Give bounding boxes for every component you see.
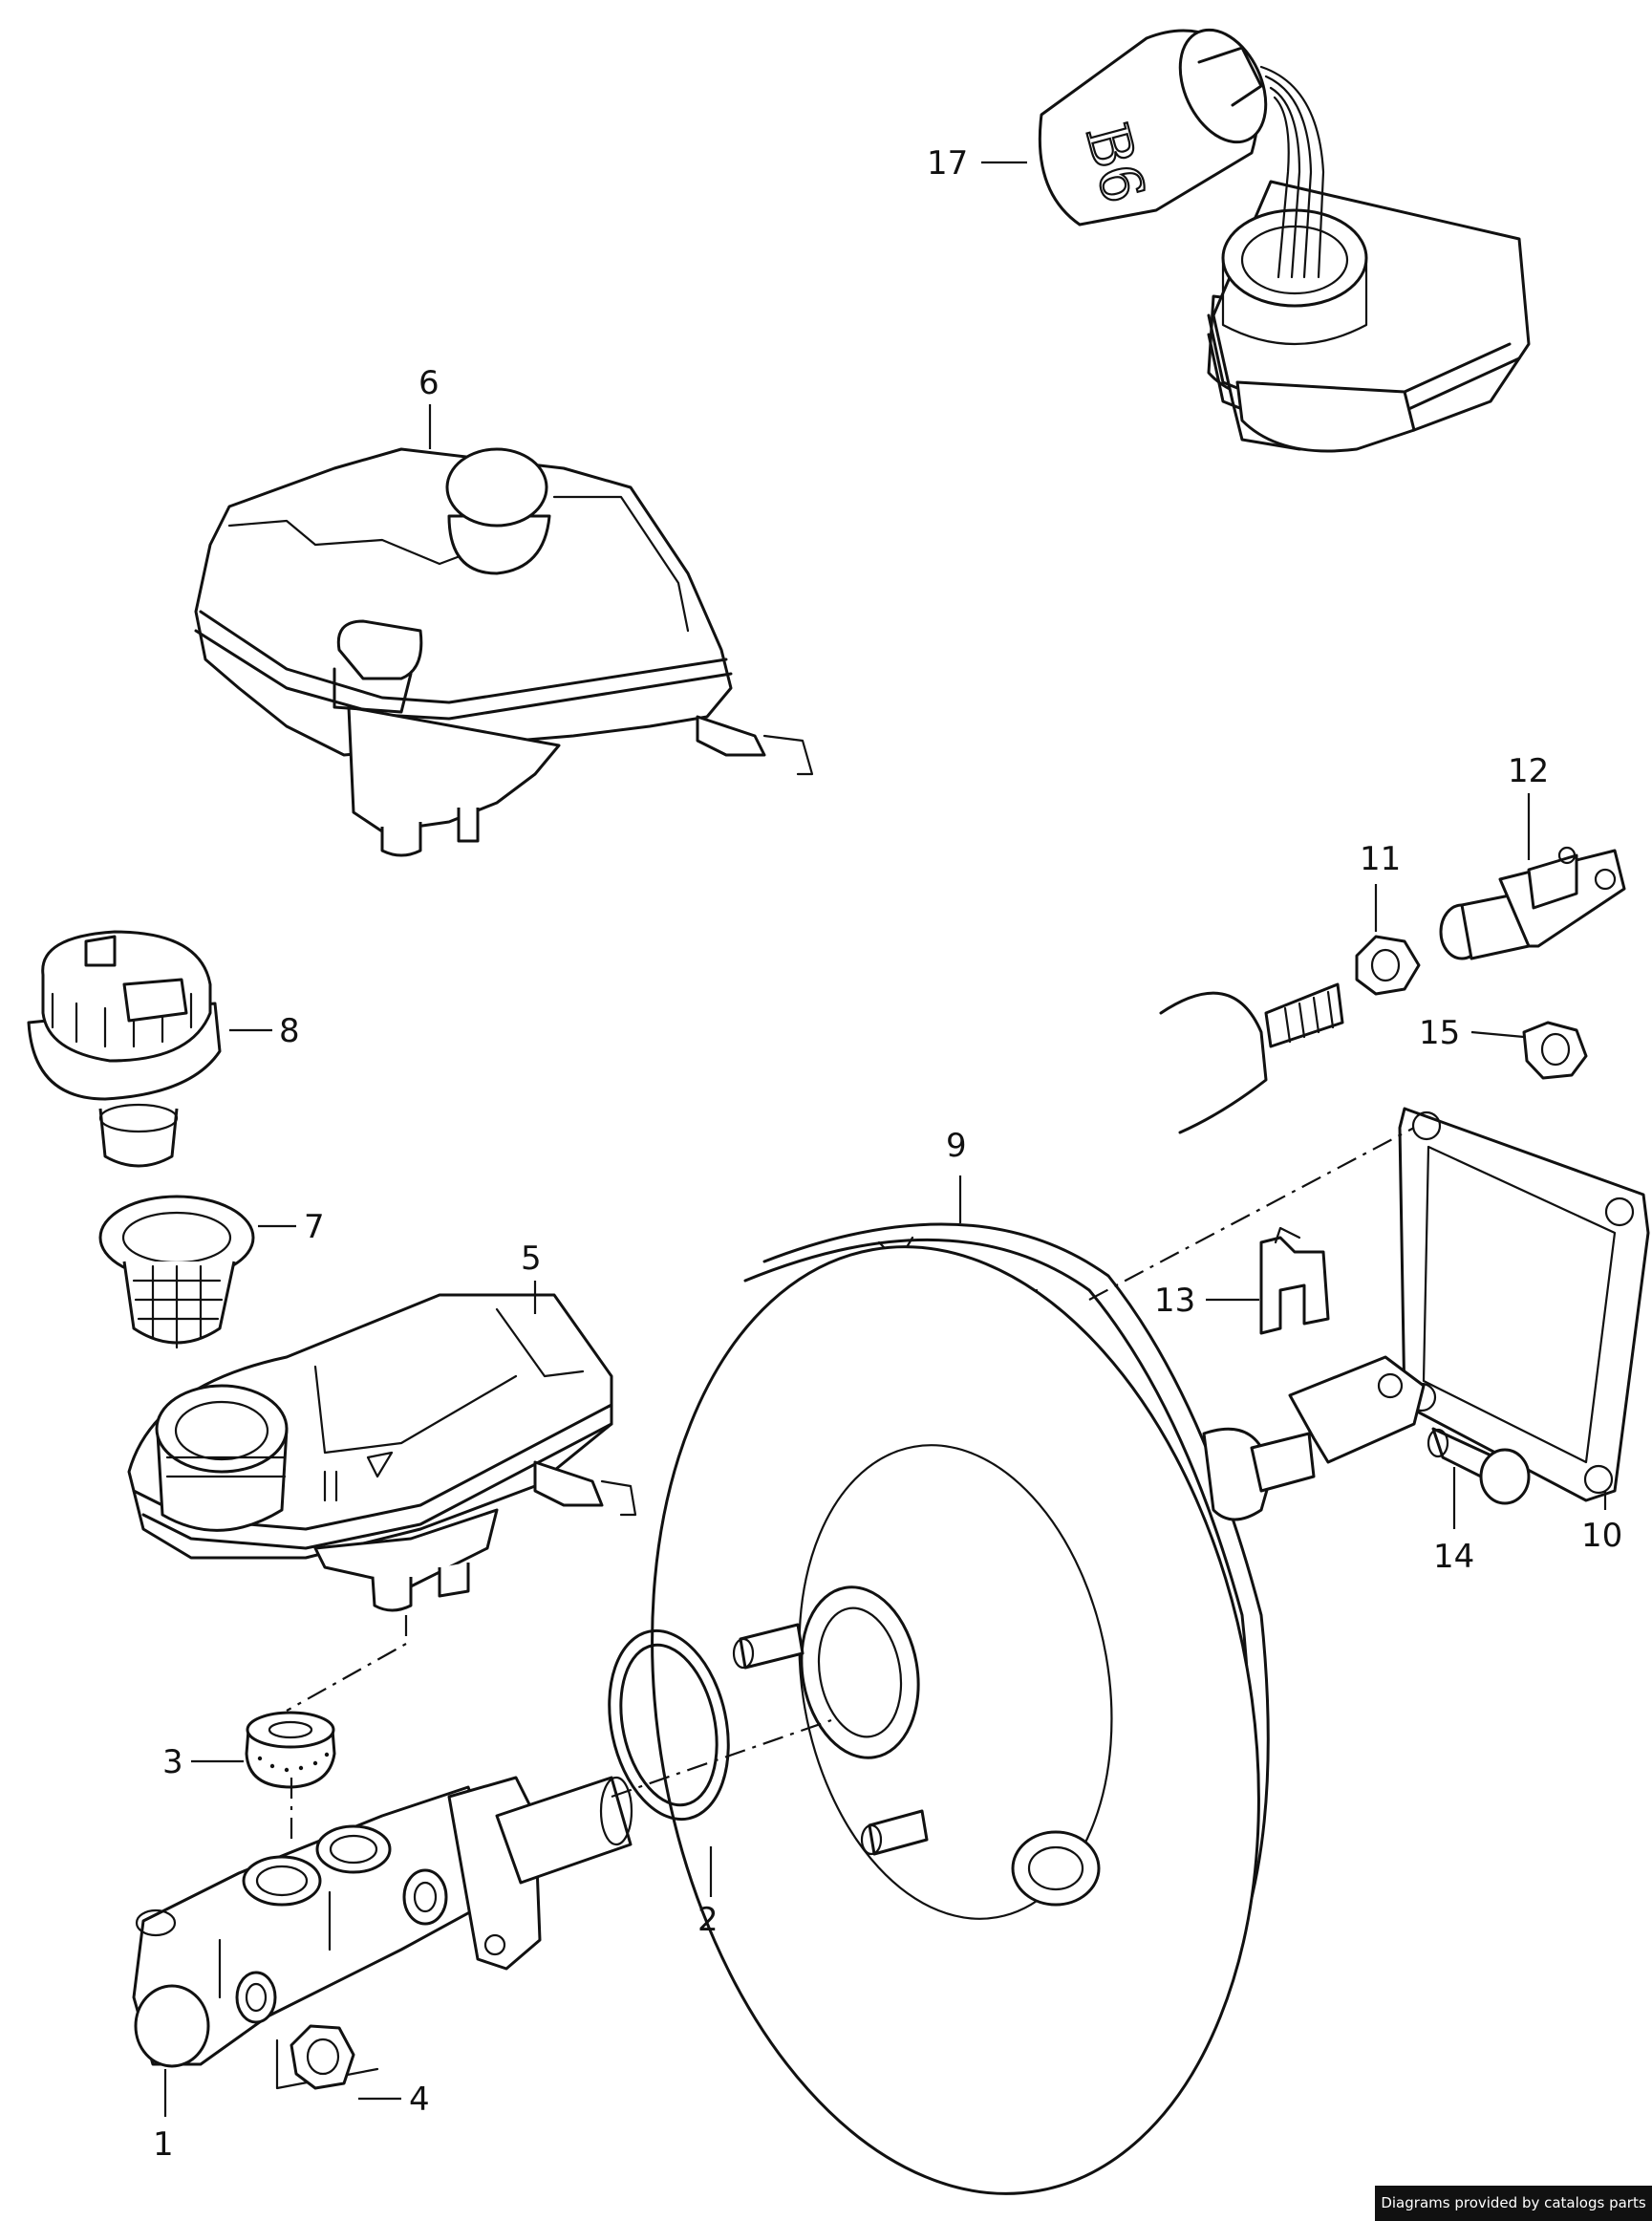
part-12-clevis bbox=[1439, 846, 1626, 960]
callout-9: 9 bbox=[946, 1127, 967, 1223]
svg-text:11: 11 bbox=[1360, 840, 1401, 878]
svg-text:3: 3 bbox=[162, 1743, 183, 1781]
part-7-strainer bbox=[98, 1195, 255, 1349]
part-11-nut bbox=[1355, 935, 1421, 996]
svg-text:5: 5 bbox=[521, 1240, 542, 1278]
svg-text:17: 17 bbox=[927, 144, 968, 183]
callout-15: 15 bbox=[1419, 1014, 1525, 1052]
part-8-reservoir-cap-sensor bbox=[27, 930, 222, 1168]
callout-5: 5 bbox=[521, 1240, 542, 1314]
svg-text:4: 4 bbox=[409, 2081, 430, 2119]
part-15-nut bbox=[1522, 1021, 1588, 1080]
svg-text:6: 6 bbox=[418, 364, 440, 402]
callout-7: 7 bbox=[258, 1208, 325, 1246]
assembly-lines bbox=[286, 1127, 1415, 1844]
svg-text:15: 15 bbox=[1419, 1014, 1460, 1052]
callout-2: 2 bbox=[697, 1846, 719, 1939]
part-6-fluid-reservoir bbox=[194, 447, 814, 857]
svg-text:1: 1 bbox=[153, 2125, 174, 2164]
part-4-nut bbox=[290, 2024, 355, 2090]
callout-3: 3 bbox=[162, 1743, 244, 1781]
part-2-o-ring bbox=[608, 1628, 730, 1822]
callout-14: 14 bbox=[1433, 1467, 1474, 1576]
part-17-brake-fluid-bottle: B6 bbox=[1038, 28, 1531, 453]
svg-text:14: 14 bbox=[1433, 1538, 1474, 1576]
part-14-pin bbox=[1427, 1427, 1531, 1505]
part-1-master-cylinder bbox=[132, 1776, 633, 2090]
callout-11: 11 bbox=[1360, 840, 1401, 932]
svg-text:10: 10 bbox=[1581, 1517, 1622, 1555]
callout-12: 12 bbox=[1508, 752, 1549, 860]
part-9-brake-booster bbox=[651, 1222, 1426, 2195]
svg-text:8: 8 bbox=[279, 1012, 300, 1050]
part-5-reservoir bbox=[127, 1293, 637, 1612]
callout-8: 8 bbox=[229, 1012, 300, 1050]
svg-text:13: 13 bbox=[1154, 1282, 1195, 1320]
callout-1: 1 bbox=[153, 2069, 174, 2164]
credit-badge: Diagrams provided by catalogs parts bbox=[1375, 2186, 1652, 2221]
callout-4: 4 bbox=[358, 2081, 430, 2119]
svg-text:7: 7 bbox=[304, 1208, 325, 1246]
booster-stud-fragment bbox=[1159, 982, 1344, 1134]
part-13-clip bbox=[1259, 1226, 1330, 1335]
svg-text:12: 12 bbox=[1508, 752, 1549, 790]
part-3-grommet bbox=[245, 1711, 336, 1789]
svg-text:9: 9 bbox=[946, 1127, 967, 1165]
part-10-gasket bbox=[1398, 1107, 1650, 1502]
callout-10: 10 bbox=[1581, 1491, 1622, 1555]
svg-text:2: 2 bbox=[697, 1901, 719, 1939]
callout-17: 17 bbox=[927, 144, 1027, 183]
callout-6: 6 bbox=[418, 364, 440, 449]
callout-13: 13 bbox=[1154, 1282, 1259, 1320]
